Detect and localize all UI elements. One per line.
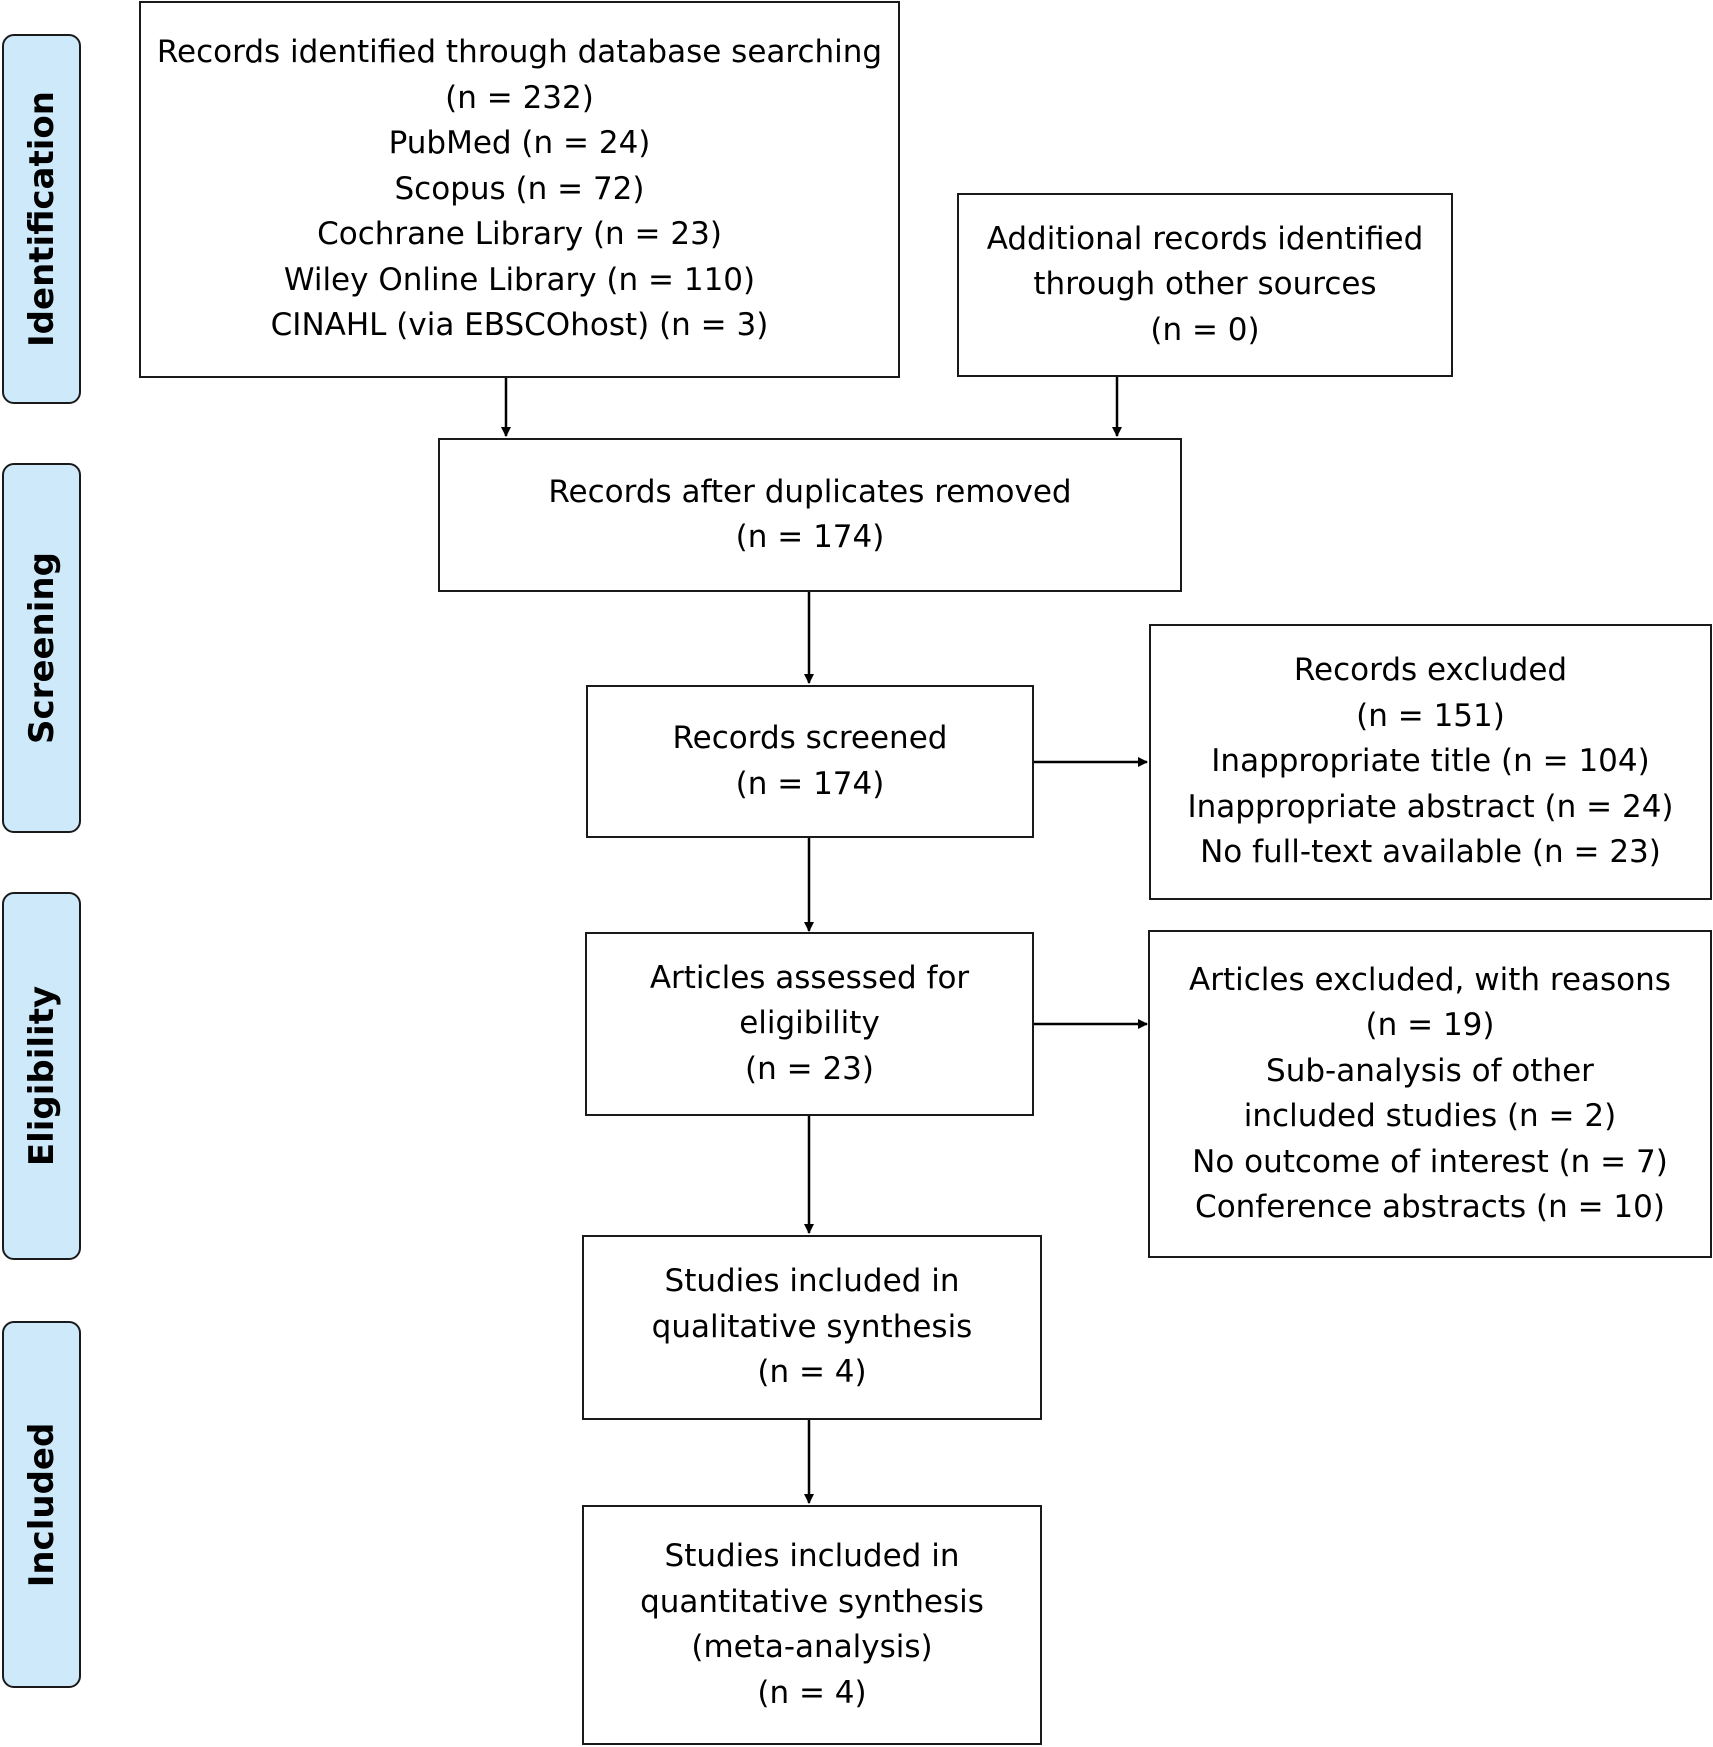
box-text-line: Articles excluded, with reasons	[1189, 961, 1671, 998]
box-text-line: Conference abstracts (n = 10)	[1195, 1189, 1665, 1225]
box-eligibility-assessed: Articles assessed for eligibility (n = 23)	[585, 932, 1034, 1116]
box-text-line: Studies included in	[664, 1538, 960, 1574]
box-text-line: Sub-analysis of other	[1266, 1052, 1594, 1089]
box-text-line: (n = 174)	[735, 519, 885, 555]
box-text-line: included studies (n = 2)	[1243, 1098, 1617, 1134]
box-text-line: PubMed (n = 24)	[388, 125, 651, 162]
box-text-line: (n = 232)	[445, 79, 594, 116]
box-text-line: Studies included in	[664, 1263, 960, 1300]
box-text-line: (n = 19)	[1365, 1007, 1495, 1043]
box-duplicates-removed: Records after duplicates removed (n = 174…	[438, 438, 1182, 592]
box-text-line: quantitative synthesis	[640, 1583, 984, 1620]
box-articles-excluded: Articles excluded, with reasons (n = 19) S…	[1148, 930, 1712, 1258]
box-quantitative-synthesis: Studies included in quantitative synthesi…	[582, 1505, 1042, 1745]
box-text-line: (n = 4)	[757, 1674, 867, 1711]
box-text-line: No outcome of interest (n = 7)	[1192, 1143, 1668, 1180]
box-text-line: (n = 23)	[745, 1050, 874, 1087]
box-text-line: qualitative synthesis	[651, 1308, 973, 1345]
box-text-line: Additional records identified	[986, 220, 1424, 257]
box-text-line: eligibility	[739, 1005, 880, 1042]
stage-tab-included: Included	[2, 1321, 81, 1688]
box-database-search: Records identified through database sear…	[139, 1, 900, 378]
box-text-line: Cochrane Library (n = 23)	[317, 216, 722, 253]
box-text-line: Records excluded	[1293, 652, 1568, 689]
box-text-line: through other sources	[1033, 266, 1377, 303]
stage-tab-screening: Screening	[2, 463, 81, 833]
box-text-line: (n = 0)	[1150, 311, 1260, 348]
box-qualitative-synthesis: Studies included in qualitative synthesis…	[582, 1235, 1042, 1420]
box-text-line: No full-text available (n = 23)	[1200, 834, 1661, 871]
box-text-line: (n = 174)	[735, 765, 885, 802]
box-text-line: Records identified through database sear…	[156, 34, 883, 71]
stage-tab-eligibility: Eligibility	[2, 892, 81, 1260]
stage-tab-identification: Identification	[2, 34, 81, 404]
box-text-line: (n = 151)	[1356, 697, 1505, 734]
box-text-line: CINAHL (via EBSCOhost) (n = 3)	[270, 307, 769, 344]
box-text-line: Records after duplicates removed	[548, 473, 1072, 510]
box-records-screened: Records screened (n = 174)	[586, 685, 1034, 838]
box-text-line: (meta-analysis)	[691, 1629, 933, 1665]
box-text-line: Inappropriate title (n = 104)	[1211, 743, 1650, 780]
box-text-line: Articles assessed for	[649, 959, 970, 996]
box-text-line: Inappropriate abstract (n = 24)	[1187, 788, 1674, 825]
box-text-line: Wiley Online Library (n = 110)	[283, 261, 756, 298]
box-records-excluded: Records excluded (n = 151) Inappropriate t…	[1149, 624, 1712, 900]
box-text-line: Scopus (n = 72)	[394, 170, 645, 207]
box-text-line: (n = 4)	[757, 1354, 867, 1391]
box-text-line: Records screened	[672, 720, 948, 756]
box-other-sources: Additional records identified through oth…	[957, 193, 1453, 377]
